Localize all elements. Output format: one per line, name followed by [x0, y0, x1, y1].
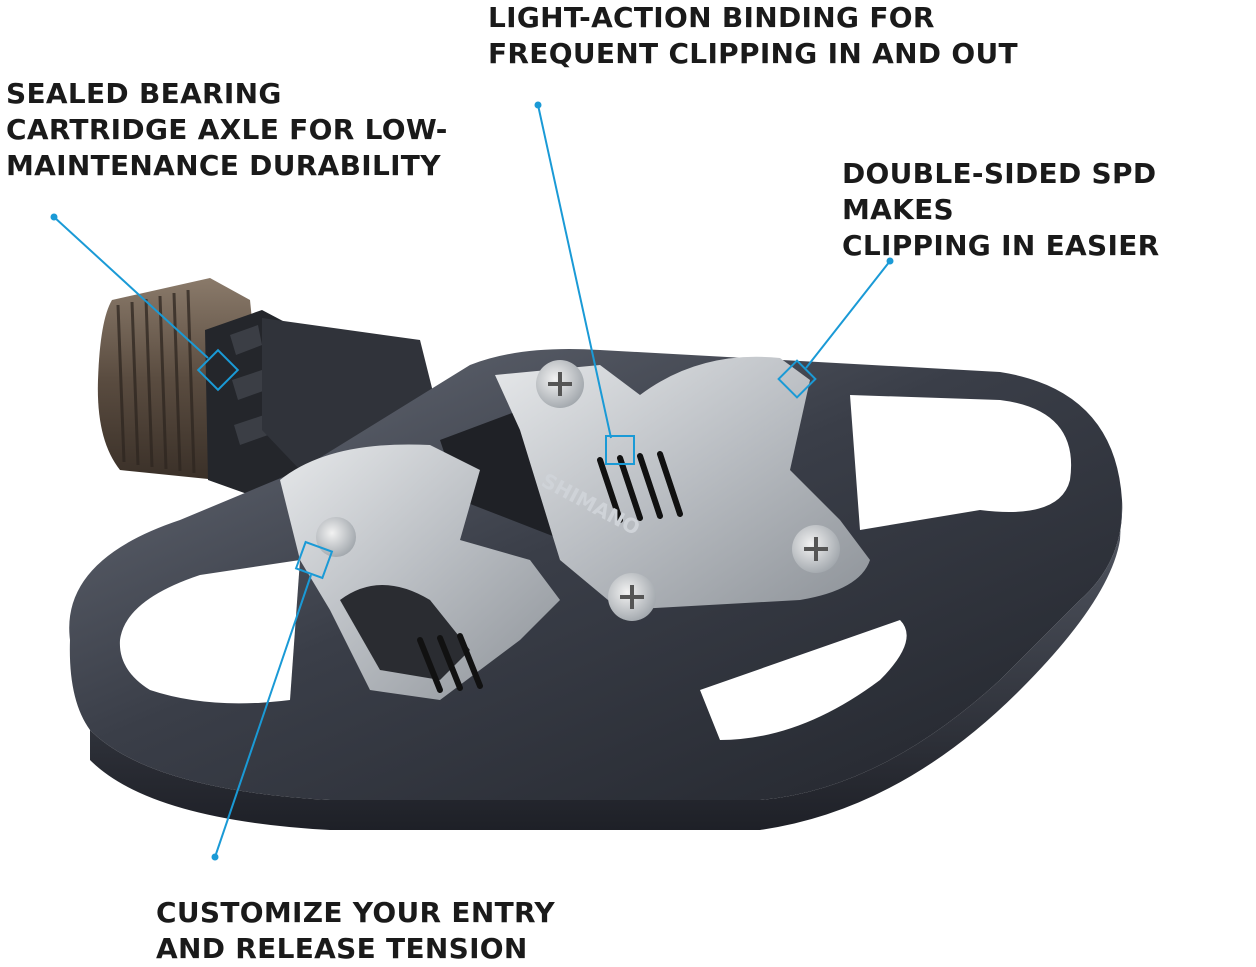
callout-line-binding — [534, 101, 635, 465]
callout-double-sided: DOUBLE-SIDED SPD MAKES CLIPPING IN EASIE… — [842, 157, 1160, 262]
spd-binding: SHIMANO — [280, 356, 870, 700]
callout-axle: SEALED BEARING CARTRIDGE AXLE FOR LOW- M… — [6, 77, 448, 182]
callout-line-double-sided — [777, 257, 894, 399]
callout-line-axle — [50, 213, 240, 392]
callout-lines — [50, 101, 894, 861]
callout-binding: LIGHT-ACTION BINDING FOR FREQUENT CLIPPI… — [488, 1, 1018, 70]
callout-line-tension — [211, 540, 334, 861]
callout-tension: CUSTOMIZE YOUR ENTRY AND RELEASE TENSION — [156, 896, 555, 965]
